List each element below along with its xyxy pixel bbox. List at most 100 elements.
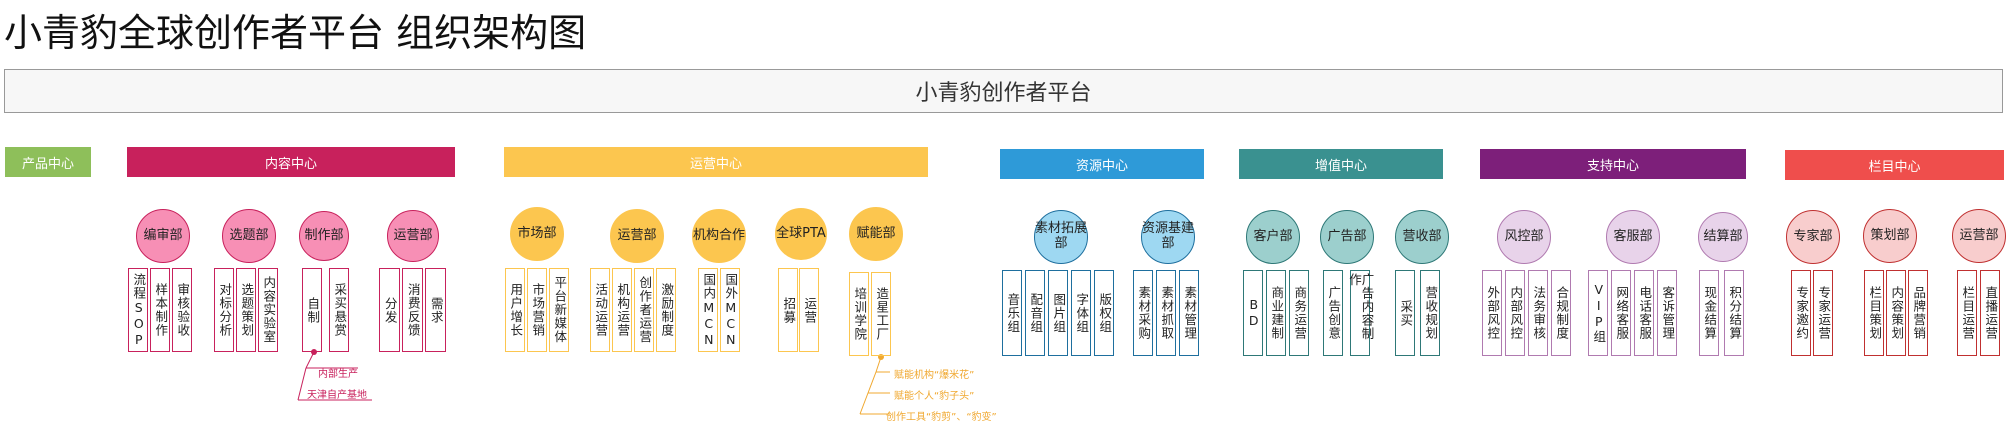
duty-box: 活动运营 [590, 268, 610, 352]
duty-box: 栏目策划 [1864, 270, 1884, 356]
duty-box: 积分结算 [1724, 270, 1744, 356]
annotation-note: 赋能个人“豹子头” [894, 391, 975, 402]
duty-label: VIP组 [1591, 282, 1607, 344]
duty-label: 配音组 [1028, 292, 1044, 334]
duty-label: 音乐组 [1005, 292, 1021, 334]
department-node: 专家部 [1786, 210, 1840, 264]
duty-box: 图片组 [1048, 270, 1068, 356]
duty-label: 内容实验室 [261, 276, 277, 344]
duty-label: 合规制度 [1554, 286, 1570, 340]
duty-label: 自制 [305, 296, 321, 324]
duty-label: 平台新媒体 [552, 276, 568, 344]
duty-label: 素材抓取 [1159, 286, 1175, 340]
duty-box: 现金结算 [1699, 270, 1719, 356]
duty-box: 培训学院 [849, 272, 869, 356]
duty-box: 外部风控 [1482, 270, 1502, 356]
duty-box: 专家运营 [1813, 270, 1833, 356]
department-node: 运营部 [610, 209, 664, 263]
duty-label: 造星工厂 [874, 287, 890, 341]
duty-label: 机构运营 [615, 283, 631, 337]
department-node: 市场部 [510, 207, 564, 261]
duty-box: 造星工厂 [871, 272, 891, 356]
duty-box: 网络客服 [1611, 270, 1631, 356]
duty-box: 商务运营 [1289, 270, 1309, 356]
department-node: 运营部 [387, 210, 439, 262]
annotation-note: 创作工具“豹剪”、“豹变” [886, 412, 997, 423]
department-node: 客服部 [1606, 210, 1660, 264]
department-node: 营收部 [1395, 210, 1449, 264]
duty-box: 素材采购 [1133, 270, 1153, 356]
duty-label: 分发 [382, 296, 398, 324]
duty-box: BD [1243, 270, 1263, 356]
duty-box: 栏目运营 [1957, 270, 1977, 356]
department-node: 风控部 [1497, 210, 1551, 264]
department-node: 素材拓展部 [1034, 210, 1088, 264]
connector-line [875, 356, 882, 373]
duty-label: 活动运营 [593, 283, 609, 337]
duty-box: 分发 [379, 268, 400, 352]
department-node: 机构合作 [692, 209, 746, 263]
duty-label: 对标分析 [217, 283, 233, 337]
annotation-note: 赋能机构“爆米花” [894, 370, 975, 381]
duty-label: 积分结算 [1727, 286, 1743, 340]
duty-box: 需求 [425, 268, 446, 352]
duty-box: 流程SOP [128, 268, 148, 352]
department-node: 编审部 [136, 209, 190, 263]
department-node: 广告部 [1320, 210, 1374, 264]
duty-box: 字体组 [1071, 270, 1091, 356]
duty-label: 选题策划 [239, 283, 255, 337]
duty-label: 消费反馈 [405, 283, 421, 337]
connector-line [305, 351, 315, 369]
duty-box: 审核验收 [172, 268, 192, 352]
duty-label: 运营 [802, 296, 818, 324]
department-node: 全球PTA [775, 208, 827, 260]
duty-box: 机构运营 [612, 268, 632, 352]
duty-box: 合规制度 [1551, 270, 1571, 356]
duty-label: 网络客服 [1614, 286, 1630, 340]
connector-line [867, 371, 877, 394]
duty-label: 栏目策划 [1867, 286, 1883, 340]
duty-label: 采买悬赏 [332, 283, 348, 337]
duty-box: 内部风控 [1505, 270, 1525, 356]
duty-box: 运营 [799, 268, 819, 352]
duty-label: 外部风控 [1485, 286, 1501, 340]
center-box: 支持中心 [1480, 149, 1746, 179]
duty-label: 创作者运营 [637, 276, 653, 344]
duty-label: 采买 [1398, 299, 1414, 327]
annotation-note: 天津自产基地 [307, 390, 367, 401]
department-node: 策划部 [1863, 209, 1917, 263]
duty-box: 音乐组 [1002, 270, 1022, 356]
duty-label: 广告创意 [1326, 286, 1342, 340]
duty-box: 电话客服 [1634, 270, 1654, 356]
duty-box: 版权组 [1094, 270, 1114, 356]
duty-box: 客诉管理 [1657, 270, 1677, 356]
duty-label: 内容策划 [1889, 286, 1905, 340]
department-node: 赋能部 [849, 207, 903, 261]
duty-label: 商业建制 [1269, 286, 1285, 340]
platform-bar: 小青豹创作者平台 [4, 69, 2003, 113]
duty-label: 图片组 [1051, 292, 1067, 334]
duty-label: 素材采购 [1136, 286, 1152, 340]
duty-box: 直播运营 [1980, 270, 2000, 356]
duty-box: 广告创意 [1323, 270, 1343, 356]
duty-box: 招募 [778, 268, 798, 352]
duty-box: 消费反馈 [402, 268, 423, 352]
duty-box: 选题策划 [236, 268, 256, 352]
annotation-note: 内部生产 [318, 369, 358, 380]
duty-label: 内部风控 [1508, 286, 1524, 340]
duty-label: 电话客服 [1637, 286, 1653, 340]
duty-box: 素材抓取 [1156, 270, 1176, 356]
duty-box: 平台新媒体 [549, 268, 569, 352]
duty-box: 采买悬赏 [329, 268, 349, 352]
duty-label: 市场营销 [530, 283, 546, 337]
duty-box: 国外MCN [720, 268, 740, 352]
duty-box: 专家邀约 [1791, 270, 1811, 356]
duty-label: 品牌营销 [1911, 286, 1927, 340]
duty-label: 用户增长 [508, 283, 524, 337]
department-node: 客户部 [1246, 210, 1300, 264]
duty-label: 需求 [428, 296, 444, 324]
duty-label: 法务审核 [1531, 286, 1547, 340]
department-node: 运营部 [1952, 209, 2006, 263]
duty-label: 栏目运营 [1960, 286, 1976, 340]
